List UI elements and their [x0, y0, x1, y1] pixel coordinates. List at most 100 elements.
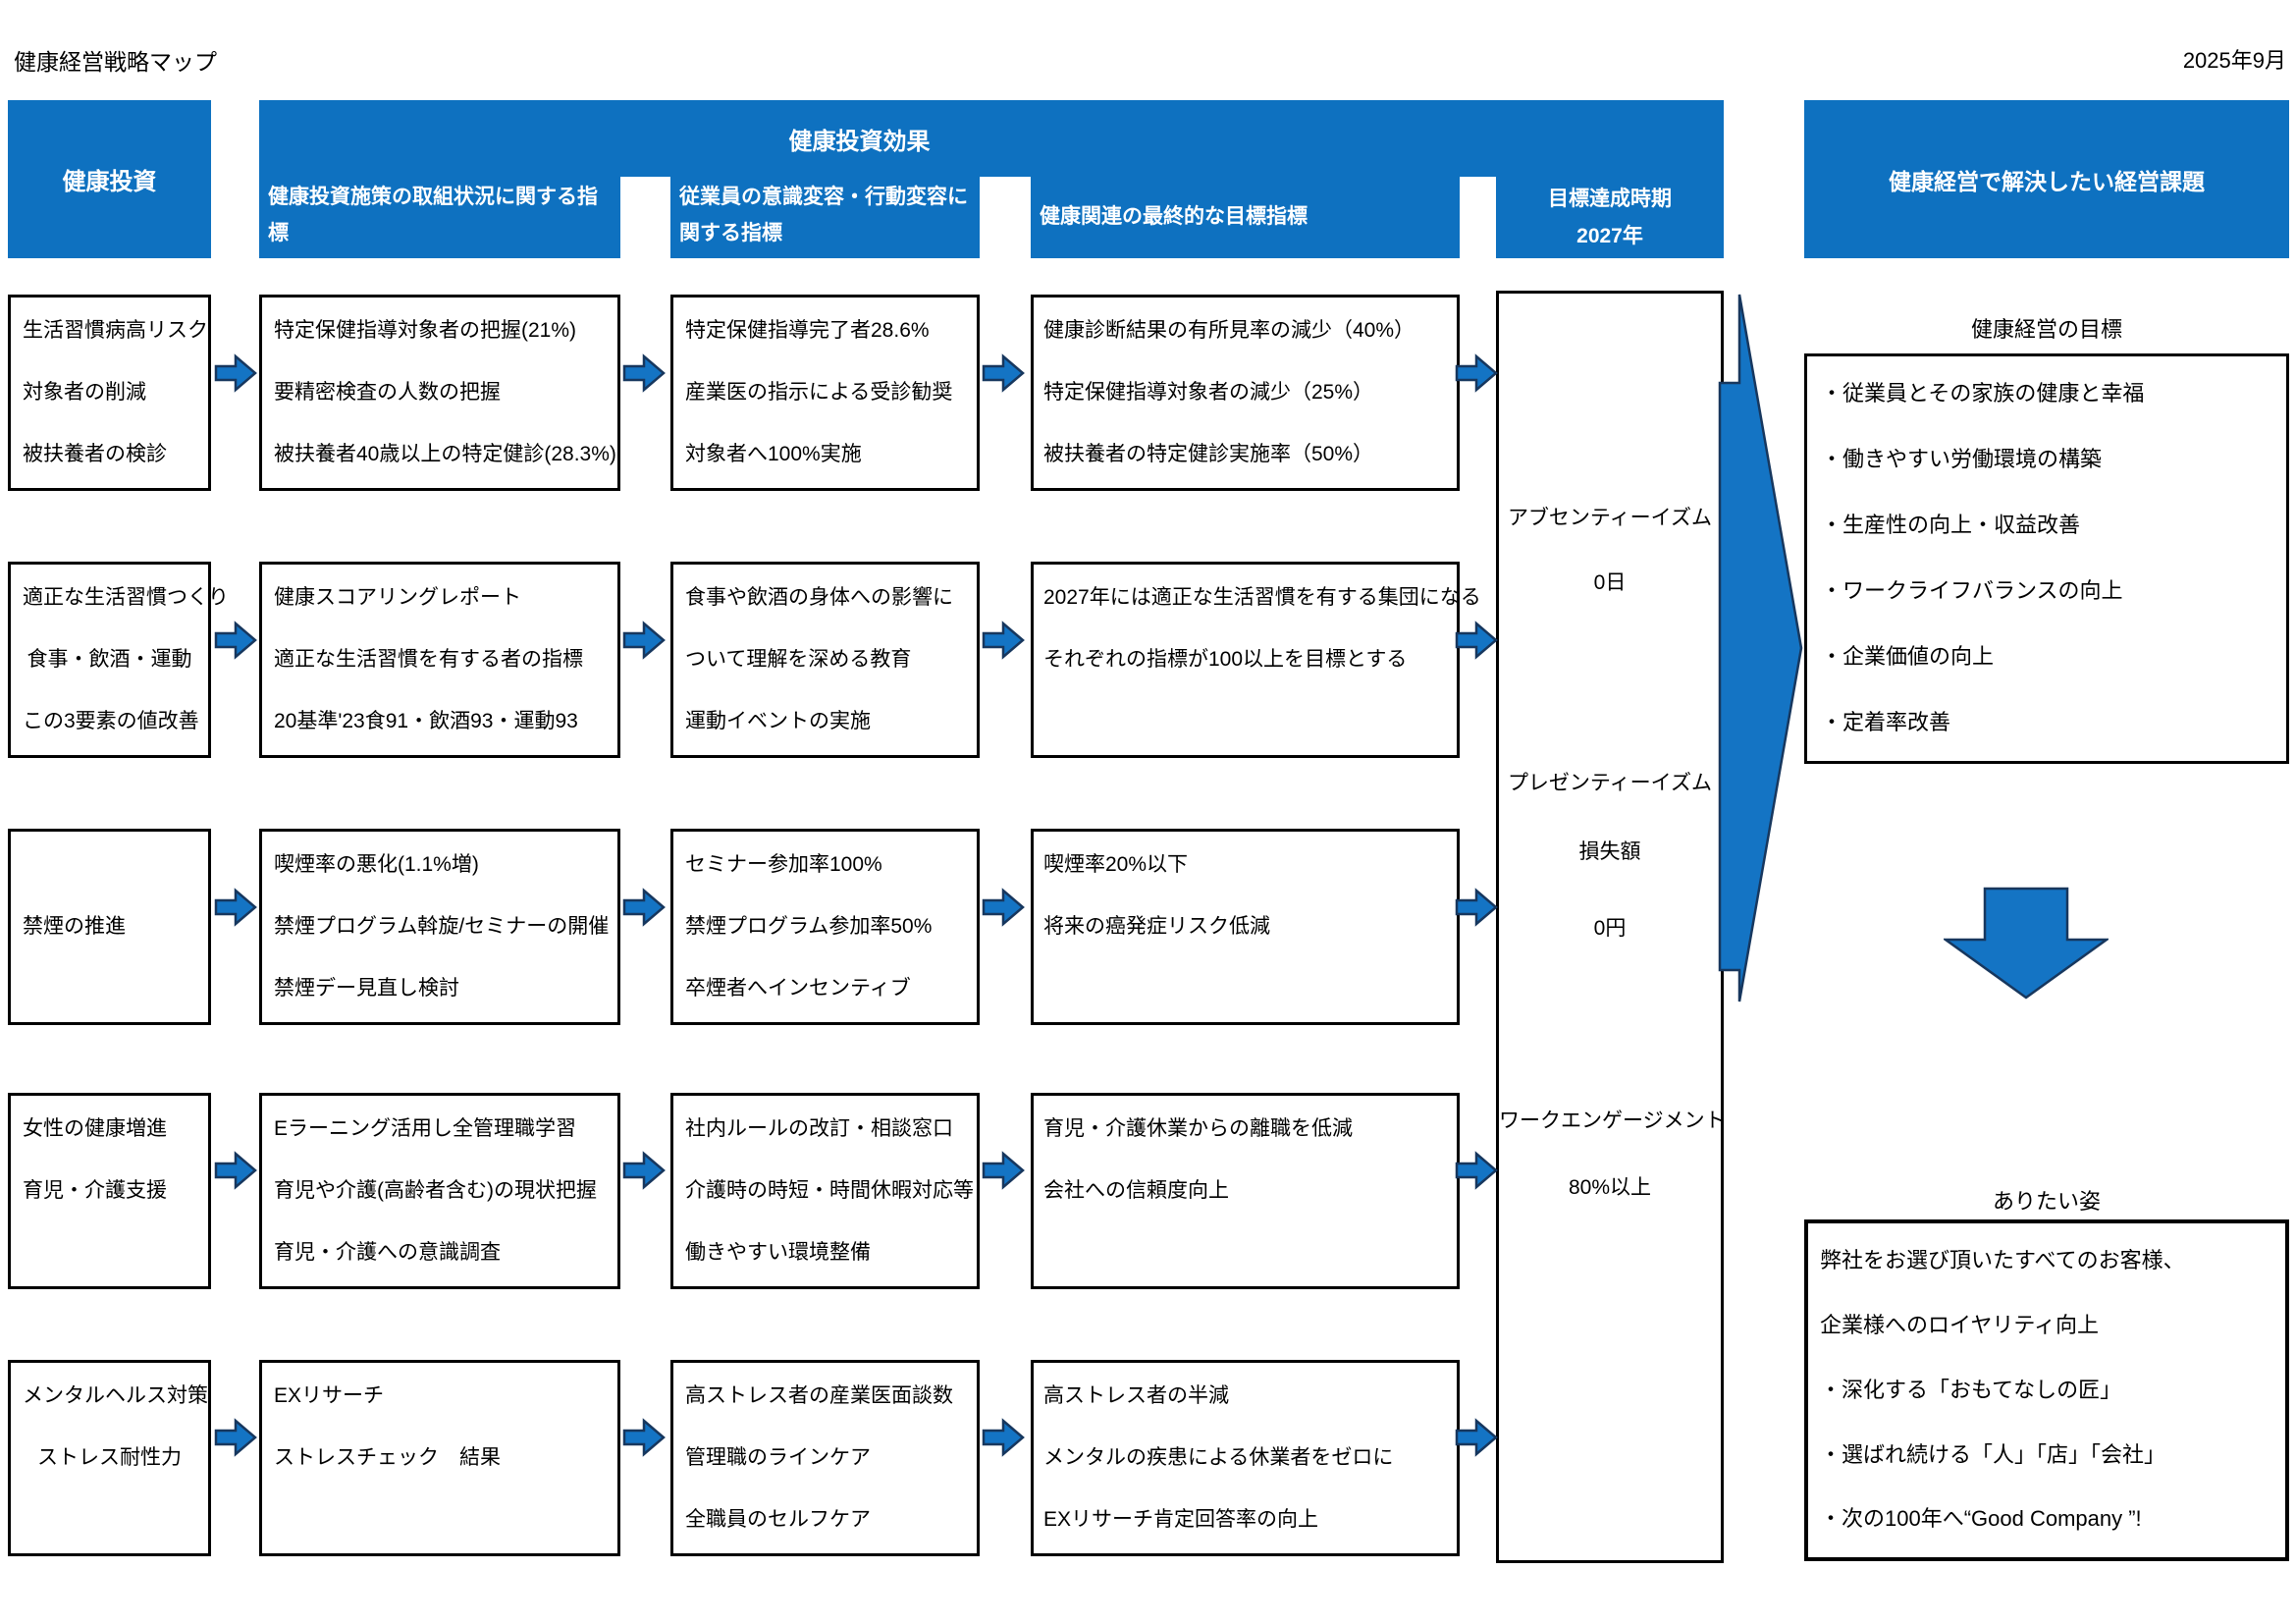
text-line: 会社への信頼度向上 [1043, 1179, 1229, 1202]
text-line: メンタルヘルス対策 [23, 1384, 208, 1407]
text-line: 育児・介護への意識調査 [274, 1241, 501, 1264]
target-box-row3: 喫煙率20%以下 将来の癌発症リスク低減 [1031, 829, 1460, 1025]
text-line: 20基準'23食91・飲酒93・運動93 [274, 710, 578, 732]
text-line: それぞれの指標が100以上を目標とする [1043, 648, 1408, 671]
text-line: セミナー参加率100% [685, 853, 882, 876]
investment-box-row5: メンタルヘルス対策 ストレス耐性力 [8, 1360, 211, 1556]
flow-arrow-icon [622, 353, 666, 393]
text-line: 対象者へ100%実施 [685, 443, 862, 465]
goal-item: ・企業価値の向上 [1821, 644, 1995, 670]
header-sub-initiative: 健康投資施策の取組状況に関する指標 [259, 177, 620, 258]
text-line: 運動イベントの実施 [685, 710, 871, 732]
text-line: メンタルの疾患による休業者をゼロに [1043, 1446, 1394, 1469]
goal-item: ・従業員とその家族の健康と幸福 [1821, 381, 2145, 406]
flow-arrow-icon [622, 888, 666, 927]
goal-item: ・定着率改善 [1821, 710, 1951, 735]
goal-item: ・ワークライフバランスの向上 [1821, 578, 2123, 604]
flow-arrow-icon [1455, 353, 1498, 393]
flow-arrow-icon [214, 1151, 257, 1190]
target-box-row4: 育児・介護休業からの離職を低減 会社への信頼度向上 [1031, 1093, 1460, 1289]
text-line [1043, 975, 1447, 1002]
presenteeism-sub-label: 損失額 [1578, 840, 1641, 863]
page-title: 健康経営戦略マップ [14, 49, 217, 75]
target-box-row1: 健康診断結果の有所見率の減少（40%） 特定保健指導対象者の減少（25%） 被扶… [1031, 295, 1460, 491]
text-line: 被扶養者の特定健診実施率（50%） [1043, 443, 1374, 465]
behavior-box-row5: 高ストレス者の産業医面談数 管理職のラインケア 全職員のセルフケア [670, 1360, 980, 1556]
text-line [23, 1239, 196, 1267]
text-line: 被扶養者の検診 [23, 443, 167, 465]
vision-heading: ありたい姿 [1992, 1189, 2101, 1214]
text-line [23, 975, 196, 1002]
header-sub-behavior: 従業員の意識変容・行動変容に関する指標 [670, 177, 980, 258]
flow-arrow-icon [982, 1151, 1025, 1190]
goal-item: ・働きやすい労働環境の構築 [1821, 447, 2103, 472]
text-line: 産業医の指示による受診勧奨 [685, 381, 953, 404]
text-line: 高ストレス者の産業医面談数 [685, 1384, 953, 1407]
investment-box-row2: 適正な生活習慣つくり 食事・飲酒・運動 この3要素の値改善 [8, 562, 229, 758]
text-line: 健康診断結果の有所見率の減少（40%） [1043, 319, 1415, 342]
initiative-box-row1: 特定保健指導対象者の把握(21%) 要精密検査の人数の把握 被扶養者40歳以上の… [259, 295, 620, 491]
flow-arrow-icon [1455, 1151, 1498, 1190]
header-effect-label: 健康投資効果 [788, 128, 931, 155]
text-line: 特定保健指導対象者の減少（25%） [1043, 381, 1374, 404]
text-line: 禁煙デー見直し検討 [274, 977, 459, 1000]
text-line: 2027年には適正な生活習慣を有する集団になる [1043, 586, 1481, 609]
absenteeism-value: 0日 [1593, 571, 1627, 594]
flow-arrow-icon [214, 888, 257, 927]
header-effect-band: 健康投資効果 [259, 100, 1724, 177]
flow-arrow-icon [214, 621, 257, 660]
goal-timing-year: 2027年 [1576, 224, 1643, 247]
flow-arrow-icon [982, 621, 1025, 660]
text-line: 禁煙プログラム参加率50% [685, 915, 933, 938]
target-box-row2: 2027年には適正な生活習慣を有する集団になる それぞれの指標が100以上を目標… [1031, 562, 1481, 758]
presenteeism-label: プレゼンティーイズム [1507, 772, 1713, 794]
text-line [23, 851, 196, 879]
investment-box-row4: 女性の健康増進 育児・介護支援 [8, 1093, 211, 1289]
flow-arrow-icon [622, 1418, 666, 1457]
initiative-box-row3: 喫煙率の悪化(1.1%増) 禁煙プログラム斡旋/セミナーの開催 禁煙デー見直し検… [259, 829, 620, 1025]
vision-box: 弊社をお選び頂いたすべてのお客様、 企業様へのロイヤリティ向上 ・深化する「おも… [1804, 1219, 2289, 1561]
vision-item: 企業様へのロイヤリティ向上 [1820, 1312, 2100, 1337]
text-line: 適正な生活習慣つくり [23, 586, 229, 609]
text-line: 卒煙者へインセンティブ [685, 977, 911, 1000]
flow-arrow-icon [1455, 888, 1498, 927]
flow-arrow-icon [1455, 1418, 1498, 1457]
text-line: 要精密検査の人数の把握 [274, 381, 501, 404]
text-line: 社内ルールの改訂・相談窓口 [685, 1117, 953, 1140]
header-management-issues: 健康経営で解決したい経営課題 [1804, 100, 2289, 258]
big-right-arrow-icon [1718, 294, 1803, 1002]
text-line: 特定保健指導完了者28.6% [685, 319, 930, 342]
text-line: Eラーニング活用し全管理職学習 [274, 1117, 577, 1140]
text-line: 育児・介護支援 [23, 1179, 167, 1202]
text-line: 禁煙プログラム斡旋/セミナーの開催 [274, 915, 610, 938]
behavior-box-row2: 食事や飲酒の身体への影響に ついて理解を深める教育 運動イベントの実施 [670, 562, 980, 758]
text-line: 食事・飲酒・運動 [27, 648, 192, 671]
goals-box: ・従業員とその家族の健康と幸福 ・働きやすい労働環境の構築 ・生産性の向上・収益… [1804, 353, 2289, 764]
goals-heading: 健康経営の目標 [1970, 317, 2122, 342]
text-line: 高ストレス者の半減 [1043, 1384, 1229, 1407]
flow-arrow-icon [1455, 621, 1498, 660]
header-sub-target: 健康関連の最終的な目標指標 [1031, 177, 1460, 258]
text-line: EXリサーチ肯定回答率の向上 [1043, 1508, 1319, 1531]
flow-arrow-icon [982, 888, 1025, 927]
text-line: 禁煙の推進 [23, 915, 126, 938]
text-line: ストレス耐性力 [37, 1446, 182, 1469]
text-line: 育児や介護(高齢者含む)の現状把握 [274, 1179, 597, 1202]
text-line: 喫煙率20%以下 [1043, 853, 1189, 876]
text-line: 被扶養者40歳以上の特定健診(28.3%) [274, 443, 616, 465]
text-line: 適正な生活習慣を有する者の指標 [274, 648, 583, 671]
goal-timing-box: アブセンティーイズム 0日 プレゼンティーイズム 損失額 0円 ワークエンゲージ… [1496, 291, 1726, 1563]
text-line: ストレスチェック 結果 [274, 1446, 501, 1469]
text-line [1043, 708, 1447, 735]
absenteeism-label: アブセンティーイズム [1507, 507, 1713, 529]
goal-timing-label: 目標達成時期 [1548, 187, 1672, 210]
text-line: 健康スコアリングレポート [274, 586, 521, 609]
header-investment: 健康投資 [8, 100, 211, 258]
flow-arrow-icon [622, 1151, 666, 1190]
behavior-box-row4: 社内ルールの改訂・相談窓口 介護時の時短・時間休暇対応等 働きやすい環境整備 [670, 1093, 980, 1289]
vision-item: ・選ばれ続ける「人」「店」「会社」 [1820, 1441, 2166, 1467]
text-line: 全職員のセルフケア [685, 1508, 871, 1531]
initiative-box-row5: EXリサーチ ストレスチェック 結果 [259, 1360, 620, 1556]
text-line: 働きやすい環境整備 [685, 1241, 871, 1264]
text-line [274, 1506, 606, 1534]
